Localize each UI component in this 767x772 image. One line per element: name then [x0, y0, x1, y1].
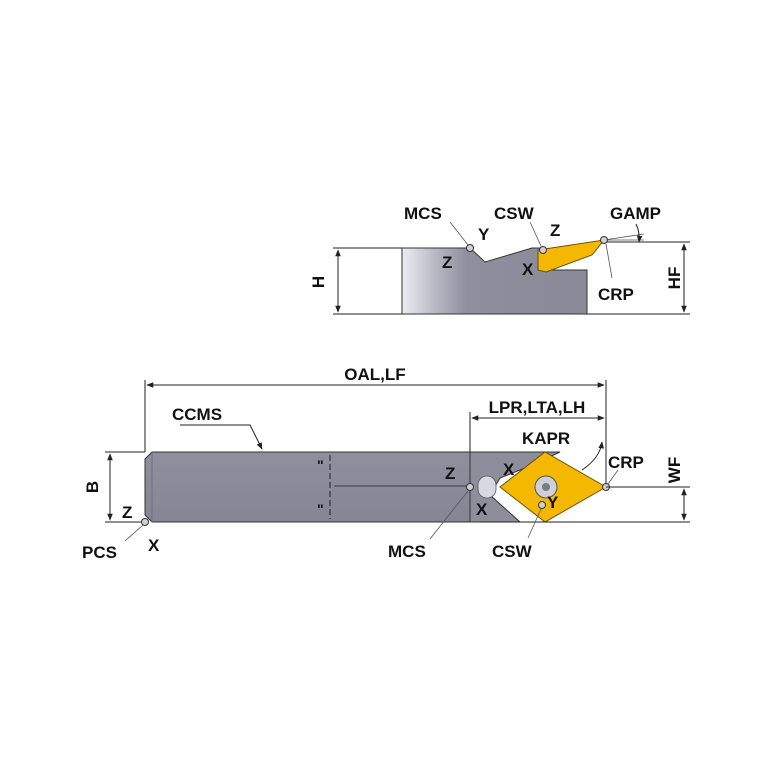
h-label: H — [309, 276, 328, 288]
csw-label-top: CSW — [492, 542, 533, 561]
wf-label: WF — [665, 457, 684, 483]
pcs-label: PCS — [82, 543, 117, 562]
mcs-label-side: MCS — [404, 204, 442, 223]
x-label-mid: X — [476, 500, 488, 519]
csw-label-side: CSW — [494, 204, 535, 223]
y-label-side: Y — [478, 225, 490, 244]
lpr-lta-lh-label: LPR,LTA,LH — [489, 398, 586, 417]
mcs-point-side — [466, 244, 474, 252]
side-insert — [537, 239, 606, 273]
crp-label-top: CRP — [608, 453, 644, 472]
side-view: H HF MCS Y Z CSW Z X GAMP CRP — [309, 204, 690, 315]
svg-text:": " — [317, 457, 324, 473]
csw-point-side — [539, 246, 547, 254]
y-label-insert: Y — [547, 493, 559, 512]
b-label: B — [83, 481, 102, 493]
kapr-label: KAPR — [522, 429, 570, 448]
x-label-insert: X — [503, 460, 515, 479]
mcs-label-top: MCS — [388, 542, 426, 561]
z-label-side-1: Z — [442, 253, 452, 272]
top-view: " " OAL,LF LPR,LTA,LH CCMS KAPR CRP B — [82, 365, 690, 562]
crp-point-side — [600, 236, 608, 244]
clamp-recess — [477, 475, 497, 499]
ccms-label: CCMS — [172, 405, 222, 424]
csw-point-top — [538, 501, 546, 509]
mcs-point-top — [466, 483, 474, 491]
top-body — [144, 451, 481, 523]
z-label-mid: Z — [445, 464, 455, 483]
svg-text:": " — [317, 501, 324, 517]
x-label-left: X — [148, 536, 160, 555]
pcs-point — [141, 518, 149, 526]
oal-lf-label: OAL,LF — [344, 365, 405, 384]
hf-label: HF — [665, 267, 684, 290]
gamp-label: GAMP — [610, 204, 661, 223]
crp-label-side: CRP — [598, 285, 634, 304]
x-label-side: X — [522, 260, 534, 279]
z-label-side-2: Z — [550, 221, 560, 240]
z-label-left: Z — [122, 503, 132, 522]
